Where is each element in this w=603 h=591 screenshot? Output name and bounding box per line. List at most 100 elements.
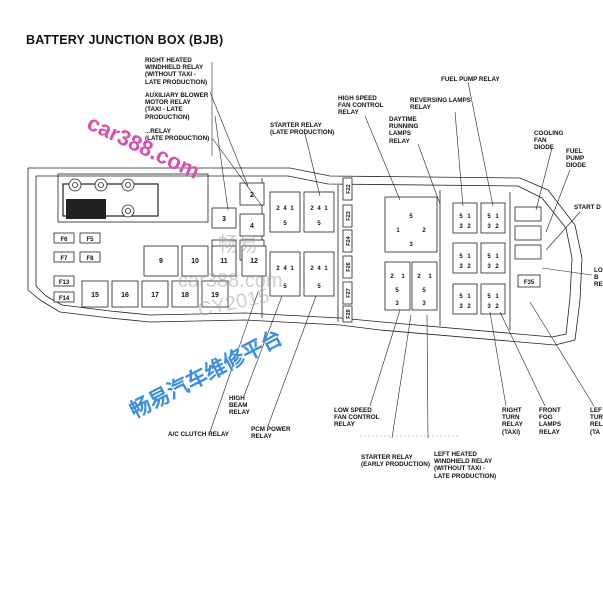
svg-text:2: 2 bbox=[467, 224, 471, 230]
svg-text:1: 1 bbox=[428, 274, 432, 280]
svg-text:3: 3 bbox=[459, 304, 463, 310]
fuse-f22: F22 bbox=[346, 184, 352, 193]
svg-text:1: 1 bbox=[467, 214, 471, 220]
label-front-fog-relay: FRONT FOG LAMPS RELAY bbox=[539, 407, 562, 436]
svg-text:2: 2 bbox=[422, 228, 426, 234]
svg-text:4: 4 bbox=[317, 266, 321, 272]
maxi-12: 12 bbox=[250, 258, 258, 265]
page-title: BATTERY JUNCTION BOX (BJB) bbox=[26, 33, 224, 47]
svg-text:4: 4 bbox=[283, 266, 287, 272]
label-left-heated-windshield: LEFT HEATED WINDHIELD RELAY (WITHOUT TAX… bbox=[434, 451, 497, 480]
maxi-17: 17 bbox=[151, 292, 159, 299]
svg-text:1: 1 bbox=[324, 206, 328, 212]
svg-text:3: 3 bbox=[395, 301, 399, 307]
svg-text:5: 5 bbox=[283, 221, 287, 227]
svg-text:1: 1 bbox=[290, 206, 294, 212]
svg-text:3: 3 bbox=[459, 264, 463, 270]
svg-text:3: 3 bbox=[409, 242, 413, 248]
svg-text:2: 2 bbox=[495, 264, 499, 270]
maxi-9: 9 bbox=[159, 258, 163, 265]
svg-text:3: 3 bbox=[487, 264, 491, 270]
svg-text:4: 4 bbox=[317, 206, 321, 212]
label-reversing-lamps: REVERSING LAMPS RELAY bbox=[410, 97, 471, 112]
maxi-4: 4 bbox=[250, 223, 254, 230]
label-starter-relay-late: STARTER RELAY (LATE PRODUCTION) bbox=[270, 122, 335, 137]
svg-text:1: 1 bbox=[467, 294, 471, 300]
label-cooling-fan-diode: COOLING FAN DIODE bbox=[534, 130, 564, 152]
bjb-inner-rim bbox=[35, 175, 573, 338]
label-starter-relay-early: STARTER RELAY (EARLY PRODUCTION) bbox=[361, 454, 430, 469]
maxi-10: 10 bbox=[191, 258, 199, 265]
fuse-f7: F7 bbox=[60, 256, 68, 262]
fuse-f23: F23 bbox=[346, 211, 352, 220]
svg-text:5: 5 bbox=[459, 254, 463, 260]
svg-text:5: 5 bbox=[409, 214, 413, 220]
svg-text:5: 5 bbox=[487, 294, 491, 300]
svg-text:1: 1 bbox=[396, 228, 400, 234]
fuse-f5: F5 bbox=[86, 237, 94, 243]
label-pcm-power-relay: PCM POWER RELAY bbox=[251, 426, 291, 441]
label-fuel-pump-diode: FUEL PUMP DIODE bbox=[566, 148, 586, 170]
svg-text:2: 2 bbox=[467, 304, 471, 310]
svg-text:5: 5 bbox=[283, 284, 287, 290]
svg-text:5: 5 bbox=[459, 294, 463, 300]
svg-text:1: 1 bbox=[495, 254, 499, 260]
label-left-turn-relay: LEF TUR REL (TA bbox=[590, 407, 603, 436]
svg-text:2: 2 bbox=[467, 264, 471, 270]
label-low-speed-fan: LOW SPEED FAN CONTROL RELAY bbox=[334, 407, 380, 429]
label-aux-blower-relay: AUXILIARY BLOWER MOTOR RELAY (TAXI - LAT… bbox=[145, 92, 209, 121]
fuse-f35: F35 bbox=[524, 280, 535, 286]
svg-text:1: 1 bbox=[495, 294, 499, 300]
svg-text:2: 2 bbox=[310, 266, 314, 272]
svg-text:2: 2 bbox=[417, 274, 421, 280]
maxi-3: 3 bbox=[222, 216, 226, 223]
svg-text:2: 2 bbox=[276, 206, 280, 212]
svg-text:3: 3 bbox=[422, 301, 426, 307]
bjb-housing bbox=[27, 167, 583, 346]
top-module-inset bbox=[62, 183, 159, 217]
fuse-f26: F26 bbox=[346, 262, 352, 271]
svg-text:1: 1 bbox=[467, 254, 471, 260]
svg-text:1: 1 bbox=[324, 266, 328, 272]
fuse-f24: F24 bbox=[346, 235, 352, 245]
svg-text:5: 5 bbox=[459, 214, 463, 220]
label-fuel-pump-relay: FUEL PUMP RELAY bbox=[441, 76, 500, 83]
label-drl-relay: DAYTIME RUNNING LAMPS RELAY bbox=[389, 116, 419, 145]
fuse-f27: F27 bbox=[346, 288, 352, 297]
label-ac-clutch-relay: A/C CLUTCH RELAY bbox=[168, 431, 229, 438]
maxi-2: 2 bbox=[250, 192, 254, 199]
maxi-11: 11 bbox=[220, 258, 228, 265]
label-right-turn-relay: RIGHT TURN RELAY (TAXI) bbox=[502, 407, 523, 436]
fuse-f14: F14 bbox=[59, 296, 70, 302]
svg-text:5: 5 bbox=[422, 288, 426, 294]
svg-text:2: 2 bbox=[276, 266, 280, 272]
fuse-f28: F28 bbox=[346, 309, 352, 318]
fuse-f6: F6 bbox=[60, 237, 68, 243]
top-module bbox=[57, 173, 209, 223]
svg-text:5: 5 bbox=[487, 254, 491, 260]
svg-text:2: 2 bbox=[495, 224, 499, 230]
label-start-diode: START D bbox=[574, 204, 601, 211]
svg-text:2: 2 bbox=[495, 304, 499, 310]
label-high-beam-relay: HIGH BEAM RELAY bbox=[229, 395, 250, 417]
fuse-f13: F13 bbox=[59, 280, 70, 286]
svg-text:5: 5 bbox=[395, 288, 399, 294]
svg-text:4: 4 bbox=[283, 206, 287, 212]
svg-text:1: 1 bbox=[401, 274, 405, 280]
svg-text:5: 5 bbox=[317, 221, 321, 227]
fuse-f8: F8 bbox=[86, 256, 94, 262]
svg-text:1: 1 bbox=[495, 214, 499, 220]
maxi-15: 15 bbox=[91, 292, 99, 299]
svg-text:3: 3 bbox=[487, 224, 491, 230]
svg-text:3: 3 bbox=[459, 224, 463, 230]
svg-text:2: 2 bbox=[310, 206, 314, 212]
svg-text:5: 5 bbox=[317, 284, 321, 290]
svg-text:5: 5 bbox=[487, 214, 491, 220]
label-ignition-relay: ...RELAY (LATE PRODUCTION) bbox=[145, 128, 210, 143]
svg-text:1: 1 bbox=[290, 266, 294, 272]
label-low-beam-relay: LO B RE bbox=[594, 267, 603, 289]
svg-text:3: 3 bbox=[487, 304, 491, 310]
maxi-16: 16 bbox=[121, 292, 129, 299]
svg-text:2: 2 bbox=[390, 274, 394, 280]
